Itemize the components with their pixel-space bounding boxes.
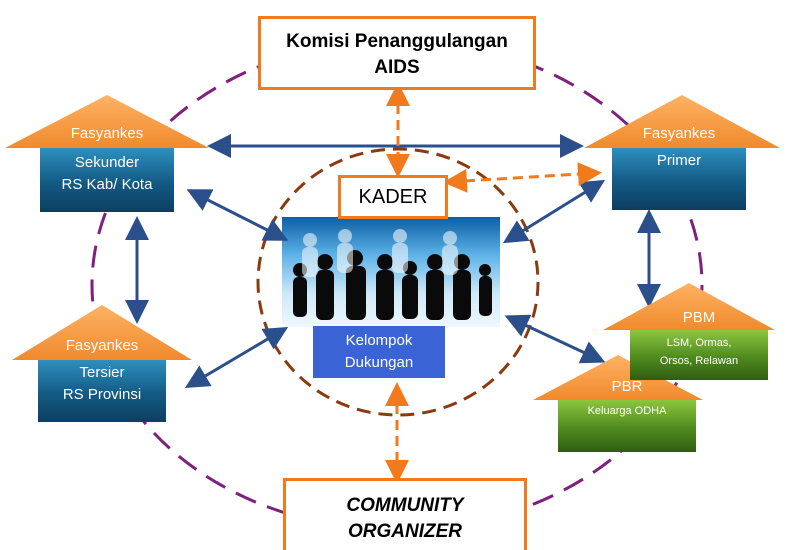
kader-label: KADER bbox=[358, 186, 428, 208]
kpa-line1: Komisi Penanggulangan bbox=[286, 31, 508, 52]
arrow-kader-primer bbox=[443, 162, 602, 193]
pbm-roof-label: PBM bbox=[682, 309, 716, 326]
primer-roof-label: Fasyankes bbox=[642, 125, 716, 142]
roof-pbm bbox=[603, 283, 775, 330]
kelompok-line1: Kelompok bbox=[345, 332, 413, 349]
tersier-house: Tersier RS Provinsi bbox=[38, 360, 166, 422]
arrow-sekunder-center bbox=[186, 189, 289, 241]
kelompok-box: Kelompok Dukungan bbox=[313, 326, 445, 378]
primer-house: Primer bbox=[612, 148, 746, 210]
pbr-line1: Keluarga ODHA bbox=[587, 405, 667, 417]
sekunder-roof-label: Fasyankes bbox=[70, 125, 144, 142]
tersier-line1: Tersier bbox=[79, 364, 125, 381]
kelompok-line2: Dukungan bbox=[344, 354, 414, 371]
kpa-box: Komisi Penanggulangan AIDS bbox=[258, 16, 536, 90]
arrow-tersier-center bbox=[184, 326, 289, 389]
community-box: COMMUNITY ORGANIZER bbox=[283, 478, 527, 550]
pbr-house: Keluarga ODHA bbox=[558, 400, 696, 452]
arrow-center-pbr bbox=[504, 314, 606, 364]
tersier-roof-label: Fasyankes bbox=[65, 337, 139, 354]
roof-sekunder bbox=[5, 95, 209, 148]
community-line2: ORGANIZER bbox=[348, 521, 462, 542]
pbm-line2: Orsos, Relawan bbox=[659, 355, 739, 367]
roof-pbr bbox=[533, 355, 703, 400]
pbr-roof-label: PBR bbox=[611, 378, 643, 395]
tersier-line2: RS Provinsi bbox=[62, 386, 142, 403]
kader-box: KADER bbox=[338, 175, 448, 219]
roof-tersier bbox=[12, 305, 192, 360]
pbm-house: LSM, Ormas, Orsos, Relawan bbox=[630, 330, 768, 380]
sekunder-house: Sekunder RS Kab/ Kota bbox=[40, 148, 174, 212]
sekunder-line1: Sekunder bbox=[74, 154, 140, 171]
pbm-line1: LSM, Ormas, bbox=[666, 337, 732, 349]
people-ghost-silhouettes bbox=[302, 229, 458, 277]
arrow-primer-center bbox=[502, 179, 606, 244]
roof-primer bbox=[584, 95, 780, 148]
kpa-line2: AIDS bbox=[374, 57, 420, 78]
primer-line1: Primer bbox=[656, 152, 702, 169]
sekunder-line2: RS Kab/ Kota bbox=[61, 176, 153, 193]
people-silhouettes bbox=[293, 250, 492, 320]
community-line1: COMMUNITY bbox=[346, 495, 464, 516]
